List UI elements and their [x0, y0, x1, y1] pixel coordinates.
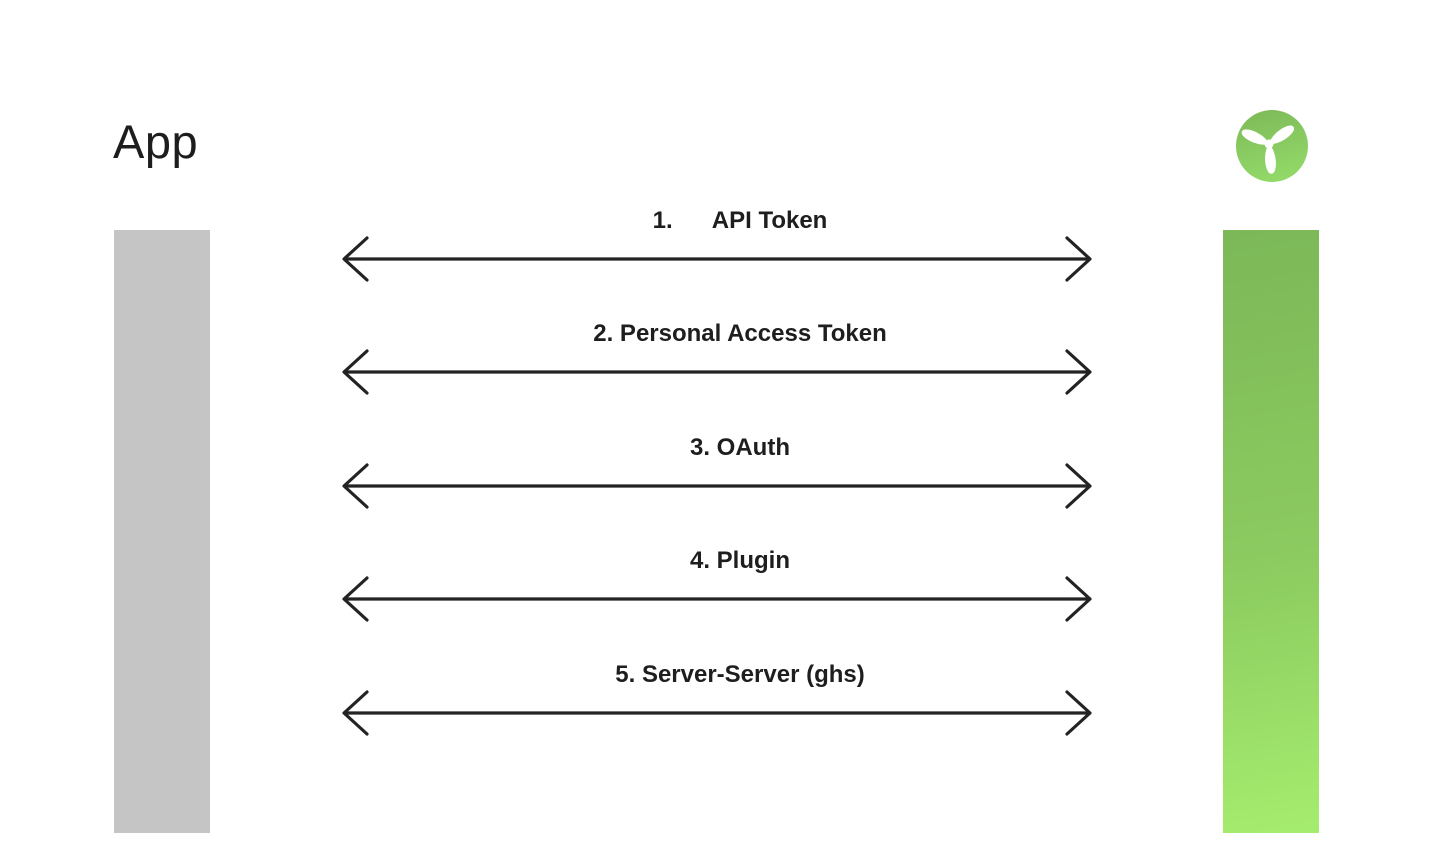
message-row-1: 1. API Token [340, 206, 1094, 283]
message-label: 4. Plugin [689, 547, 790, 574]
bidirectional-arrow-icon [342, 349, 1092, 395]
service-logo [1236, 110, 1308, 182]
message-row-5: 5. Server-Server (ghs) [340, 660, 1094, 737]
lifeline-app [114, 230, 210, 833]
message-label: 1. API Token [652, 207, 828, 234]
message-row-3: 3. OAuth [340, 433, 1094, 510]
app-title: App [113, 115, 199, 168]
bidirectional-arrow-icon [342, 463, 1092, 509]
bidirectional-arrow-icon [342, 690, 1092, 736]
message-label: 3. OAuth [690, 434, 790, 461]
bidirectional-arrow-icon [342, 576, 1092, 622]
wind-turbine-icon [1236, 110, 1308, 182]
message-row-4: 4. Plugin [340, 546, 1094, 623]
lifeline-service [1223, 230, 1319, 833]
message-label: 2. Personal Access Token [593, 320, 887, 347]
bidirectional-arrow-icon [342, 236, 1092, 282]
message-row-2: 2. Personal Access Token [340, 319, 1094, 396]
message-label: 5. Server-Server (ghs) [615, 661, 865, 688]
